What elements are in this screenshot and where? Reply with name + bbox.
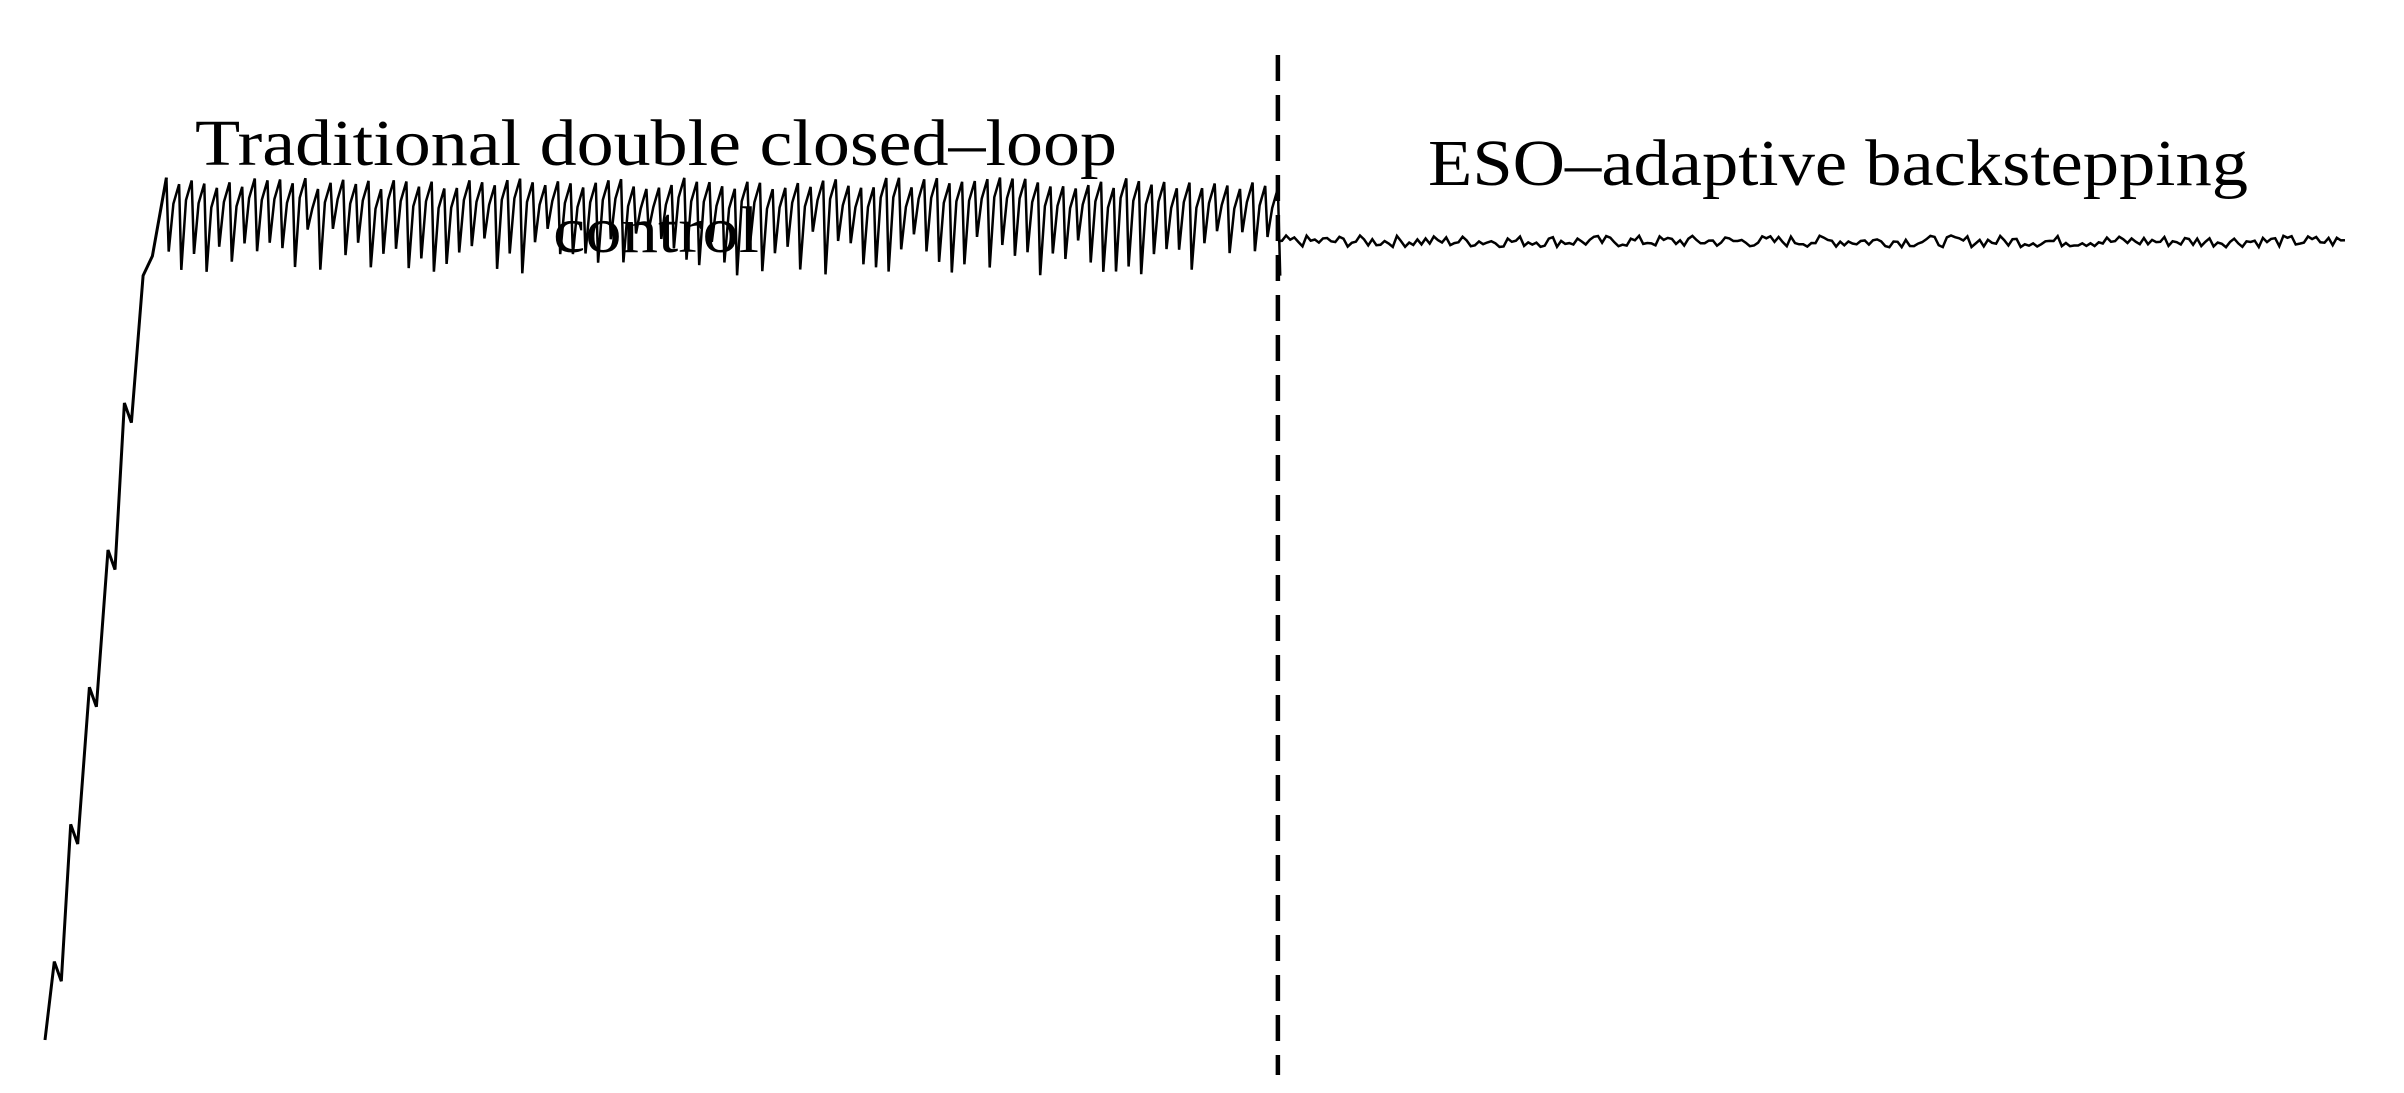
traditional-label-line-1: Traditional double closed–loop — [195, 107, 1117, 180]
eso-label: ESO–adaptive backstepping — [1428, 127, 2248, 200]
series-eso-line — [1277, 233, 2346, 250]
series-traditional-line — [165, 177, 1282, 276]
series-rise-line — [43, 177, 168, 1041]
